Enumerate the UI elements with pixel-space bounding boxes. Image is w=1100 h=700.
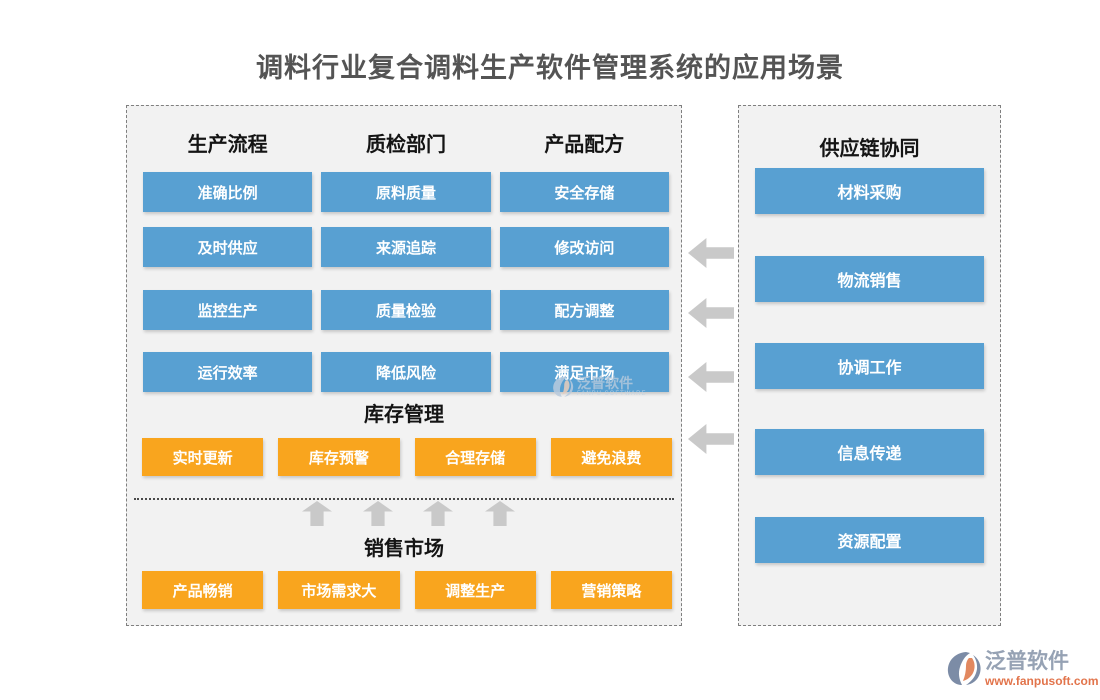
feature-box: 监控生产 <box>143 290 313 330</box>
feature-box: 修改访问 <box>499 227 669 267</box>
feature-box: 安全存储 <box>499 172 669 212</box>
sales-box: 产品畅销 <box>142 571 264 609</box>
sales-row: 产品畅销 市场需求大 调整生产 营销策略 <box>142 571 672 609</box>
feature-row: 准确比例 原料质量 安全存储 <box>143 172 669 212</box>
brand-name: 泛普软件 <box>985 650 1069 673</box>
left-arrow-icon <box>688 298 734 328</box>
brand-logo: 泛普软件 www.fanpusoft.com <box>946 650 1099 689</box>
supply-chain-panel: 供应链协同 材料采购 物流销售 协调工作 信息传递 资源配置 <box>738 105 1001 626</box>
inventory-box: 实时更新 <box>142 438 264 476</box>
left-arrow-icon <box>688 238 734 268</box>
feature-box: 运行效率 <box>143 352 313 392</box>
feature-row: 运行效率 降低风险 满足市场 <box>143 352 669 392</box>
feature-row: 及时供应 来源追踪 修改访问 <box>143 227 669 267</box>
fanpu-logo-icon <box>947 652 981 685</box>
up-arrow-icon <box>485 501 515 526</box>
brand-url: www.fanpusoft.com <box>985 674 1099 689</box>
supply-box: 信息传递 <box>755 429 984 475</box>
inventory-box: 合理存储 <box>414 438 536 476</box>
supply-box: 协调工作 <box>755 343 984 389</box>
feature-box: 及时供应 <box>143 227 313 267</box>
feature-box: 满足市场 <box>499 352 669 392</box>
column-header-production: 生产流程 <box>187 134 268 156</box>
sales-box: 调整生产 <box>414 571 536 609</box>
sales-box: 营销策略 <box>550 571 672 609</box>
column-header-formula: 产品配方 <box>544 134 625 156</box>
feature-box: 来源追踪 <box>321 227 491 267</box>
dotted-divider <box>134 498 674 500</box>
page-title: 调料行业复合调料生产软件管理系统的应用场景 <box>256 53 844 83</box>
column-headers: 生产流程 质检部门 产品配方 <box>143 128 669 157</box>
supply-box: 物流销售 <box>755 256 984 302</box>
up-arrow-icon <box>363 501 393 526</box>
feature-box: 降低风险 <box>321 352 491 392</box>
up-arrow-icon <box>423 501 453 526</box>
section-header-supply-chain: 供应链协同 <box>819 138 920 160</box>
inventory-box: 库存预警 <box>278 438 400 476</box>
feature-box: 原料质量 <box>321 172 491 212</box>
feature-box: 质量检验 <box>321 290 491 330</box>
production-panel: 生产流程 质检部门 产品配方 准确比例 原料质量 安全存储 及时供应 来源追踪 … <box>126 105 682 626</box>
left-arrow-icon <box>688 424 734 454</box>
up-arrow-icon <box>302 501 332 526</box>
feature-box: 准确比例 <box>143 172 313 212</box>
section-header-inventory: 库存管理 <box>364 404 444 426</box>
left-arrow-icon <box>688 362 734 392</box>
supply-box: 资源配置 <box>755 517 984 563</box>
supply-box: 材料采购 <box>755 168 984 214</box>
column-header-quality: 质检部门 <box>365 134 446 156</box>
sales-box: 市场需求大 <box>278 571 400 609</box>
inventory-row: 实时更新 库存预警 合理存储 避免浪费 <box>142 438 672 476</box>
inventory-box: 避免浪费 <box>550 438 672 476</box>
feature-row: 监控生产 质量检验 配方调整 <box>143 290 669 330</box>
feature-box: 配方调整 <box>499 290 669 330</box>
section-header-sales: 销售市场 <box>364 538 444 560</box>
